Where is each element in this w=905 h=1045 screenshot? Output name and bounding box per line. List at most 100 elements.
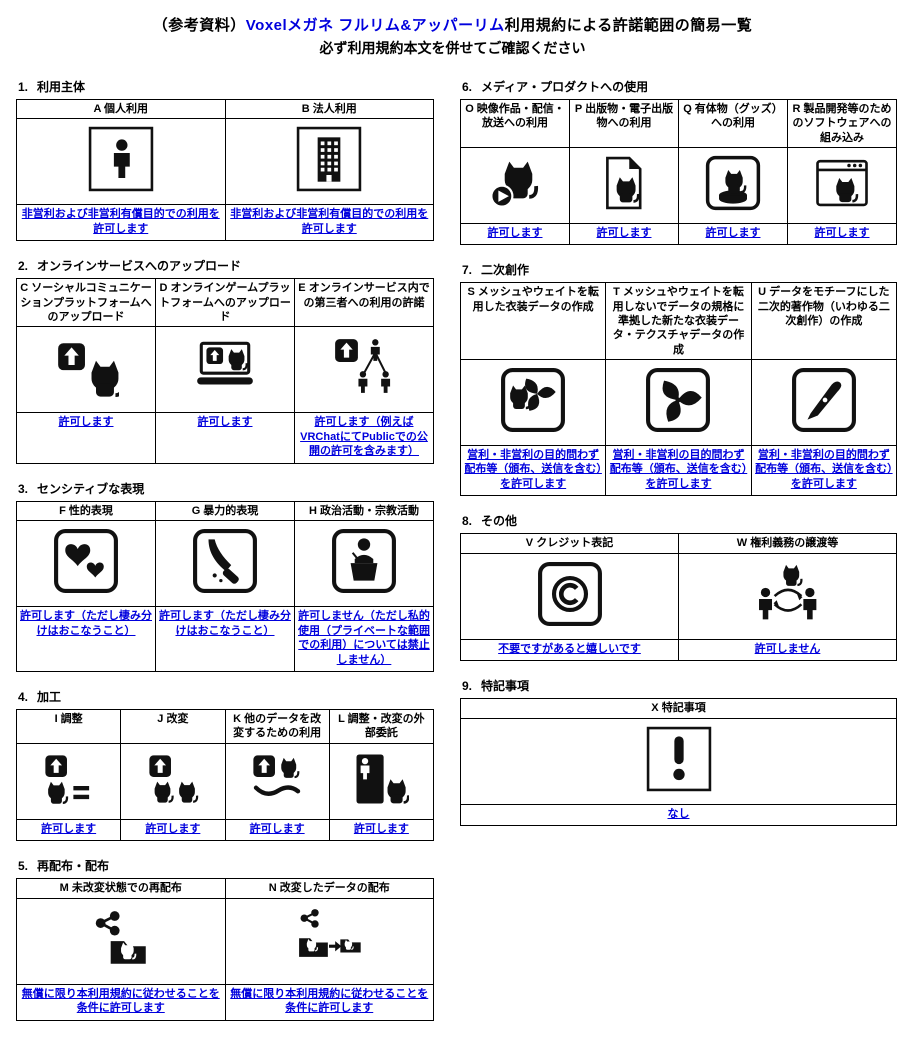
section-title: オンラインサービスへのアップロード <box>37 259 242 274</box>
permission-text: 許可します <box>705 226 761 239</box>
copyright-icon <box>537 561 603 627</box>
item-header-M: M 未改変状態での再配布 <box>16 878 226 899</box>
permission-cell-A: 非営利および非営利有償目的での利用を許可します <box>16 204 226 242</box>
podium-icon <box>331 528 397 594</box>
section-title: 特記事項 <box>481 679 530 694</box>
building-icon <box>296 126 362 192</box>
icon-cell-W <box>678 552 897 640</box>
section-heading: 4.加工 <box>18 688 434 705</box>
permission-cell-G: 許可します（ただし棲み分けはおこなうこと） <box>155 606 295 673</box>
section-heading: 8. その他 <box>462 512 897 529</box>
item-header-B: B 法人利用 <box>224 98 434 120</box>
icon-cell-B <box>224 118 434 206</box>
laptop-upload-icon <box>192 334 258 400</box>
permission-text: 許可しません（ただし私的使用（プライベートな範囲での利用）については禁止しません… <box>298 610 430 666</box>
costume-fabric-icon <box>645 367 711 433</box>
icon-cell-N <box>224 897 434 985</box>
item-header-S: S メッシュやウェイトを転用した衣装データの作成 <box>459 282 607 360</box>
section-heading: 5.再配布・配布 <box>18 857 434 874</box>
permission-cell-T: 営利・非営利の目的問わず配布等（頒布、送信を含む）を許可します <box>605 444 752 497</box>
share-folder-icon <box>88 906 154 972</box>
section-9: 9. 特記事項 X 特記事項なし <box>460 677 897 827</box>
exclamation-icon <box>646 726 712 792</box>
section-number: 8. <box>462 514 473 529</box>
section-number: 2. <box>18 259 29 274</box>
person-icon <box>88 126 154 192</box>
permission-text: 非営利および非営利有償目的での利用を許可します <box>21 208 220 235</box>
permission-cell-R: 許可します <box>787 222 897 246</box>
permission-text: 許可します <box>145 822 201 835</box>
item-header-R: R 製品開発等のためのソフトウェアへの組み込み <box>787 99 897 148</box>
item-header-E: E オンラインサービス内での第三者への利用の許諾 <box>294 278 434 328</box>
item-header-O: O 映像作品・配信・放送への利用 <box>460 99 570 148</box>
permission-cell-H: 許可しません（ただし私的使用（プライベートな範囲での利用）については禁止しません… <box>294 606 434 673</box>
permission-text: 許可します <box>249 822 305 835</box>
icon-cell-X <box>460 717 897 805</box>
permission-text: 営利・非営利の目的問わず配布等（頒布、送信を含む）を許可します <box>755 448 893 490</box>
adjust-cat-icon <box>41 751 97 807</box>
title-line1: （参考資料）Voxelメガネ フルリム&アッパーリム利用規約による許諾範囲の簡易… <box>12 14 893 35</box>
permission-cell-U: 営利・非営利の目的問わず配布等（頒布、送信を含む）を許可します <box>750 444 898 497</box>
video-cat-icon <box>487 155 543 211</box>
section-number: 6. <box>462 80 473 94</box>
permission-cell-J: 許可します <box>120 818 226 842</box>
permission-text: 無償に限り本利用規約に従わせることを条件に許可します <box>230 987 429 1015</box>
share-modified-icon <box>296 906 362 972</box>
upload-network-icon <box>331 334 397 400</box>
permission-text: 許可します（ただし棲み分けはおこなうこと） <box>20 610 152 637</box>
icon-cell-A <box>16 118 226 206</box>
item-header-L: L 調整・改変の外部委託 <box>328 709 435 744</box>
permission-cell-M: 無償に限り本利用規約に従わせることを条件に許可します <box>16 983 226 1021</box>
permission-text: 不要ですがあると嬉しいです <box>498 642 641 655</box>
permission-text: 許可します <box>487 226 543 239</box>
icon-cell-I <box>15 742 122 820</box>
page-title: （参考資料）Voxelメガネ フルリム&アッパーリム利用規約による許諾範囲の簡易… <box>12 14 893 58</box>
item-header-K: K 他のデータを改変するための利用 <box>224 709 330 744</box>
permission-cell-V: 不要ですがあると嬉しいです <box>460 638 679 662</box>
permission-text: 許可します <box>58 416 114 429</box>
permission-table: X 特記事項なし <box>460 698 897 827</box>
section-number: 9. <box>462 679 473 694</box>
icon-cell-D <box>155 326 295 414</box>
icon-cell-P <box>569 146 679 224</box>
item-header-T: T メッシュやウェイトを転用しないでデータの規格に準拠した新たな衣装データ・テク… <box>605 282 752 360</box>
title-note: 必ず利用規約本文を併せてご確認ください <box>319 40 586 56</box>
upload-cat-icon <box>53 334 125 400</box>
section-heading: 2. オンラインサービスへのアップロード <box>18 257 434 274</box>
permission-cell-C: 許可します <box>16 412 156 464</box>
section-number: 7. <box>462 263 473 278</box>
permission-cell-K: 許可します <box>224 818 330 842</box>
permission-text: 営利・非営利の目的問わず配布等（頒布、送信を含む）を許可します <box>464 448 602 490</box>
section-title: 利用主体 <box>37 80 86 94</box>
section-number: 3. <box>18 481 29 496</box>
icon-cell-S <box>459 358 607 446</box>
permission-cell-D: 許可します <box>155 412 295 464</box>
permission-cell-I: 許可します <box>15 818 122 842</box>
figurine-cat-icon <box>705 155 761 211</box>
item-header-D: D オンラインゲームプラットフォームへのアップロード <box>155 278 295 328</box>
title-suffix: 利用規約による許諾範囲の簡易一覧 <box>504 17 753 34</box>
icon-cell-E <box>294 326 434 414</box>
permission-cell-N: 無償に限り本利用規約に従わせることを条件に許可します <box>224 983 434 1021</box>
section-heading: 7.二次創作 <box>462 261 897 278</box>
item-header-H: H 政治活動・宗教活動 <box>294 500 434 522</box>
permission-cell-P: 許可します <box>569 222 679 246</box>
permission-cell-S: 営利・非営利の目的問わず配布等（頒布、送信を含む）を許可します <box>459 444 607 497</box>
section-title: メディア・プロダクトへの使用 <box>481 80 649 94</box>
rights-transfer-icon <box>755 561 821 627</box>
permission-text: 許可します <box>814 226 870 239</box>
section-title: その他 <box>481 514 518 529</box>
permission-text: 無償に限り本利用規約に従わせることを条件に許可します <box>21 987 220 1015</box>
item-header-A: A 個人利用 <box>16 98 226 120</box>
cat-costume-icon <box>500 367 566 433</box>
